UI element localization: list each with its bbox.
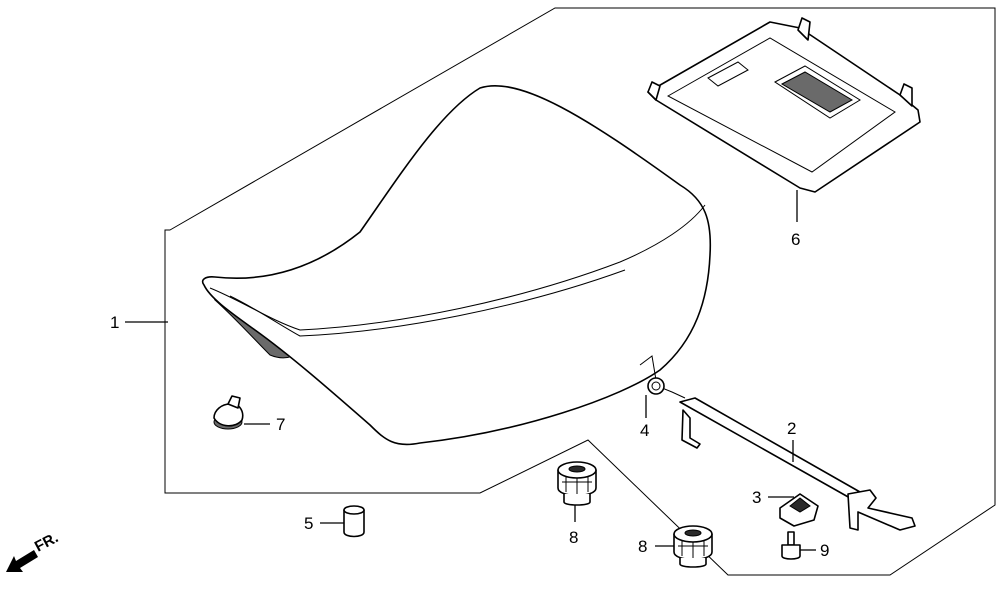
- callout-3: 3: [752, 488, 761, 507]
- front-direction-indicator: FR.: [6, 529, 61, 572]
- callout-7: 7: [276, 415, 285, 434]
- grommet-part-7[interactable]: [213, 395, 270, 430]
- clip-part-3[interactable]: [768, 493, 819, 527]
- bolt-part-9[interactable]: [781, 531, 816, 560]
- tray-inner: [666, 37, 896, 173]
- stopper-part-8a[interactable]: [557, 461, 597, 522]
- cushion-top: [343, 505, 365, 515]
- tray-part[interactable]: [647, 17, 921, 222]
- seat-part[interactable]: [125, 84, 712, 446]
- stopper-8b-ribs: [678, 540, 708, 560]
- stopper-8a-hole: [568, 465, 586, 473]
- front-label: FR.: [32, 529, 61, 555]
- tray-slot: [707, 61, 749, 87]
- callout-9: 9: [820, 541, 829, 560]
- spring-coil-inner: [651, 381, 661, 391]
- callout-8a: 8: [569, 528, 578, 547]
- lock-rod-part[interactable]: [679, 397, 916, 531]
- tray-tab-top: [797, 17, 811, 41]
- bolt-head: [781, 544, 801, 560]
- stopper-part-8b[interactable]: [655, 525, 713, 568]
- lock-rod: [679, 397, 861, 499]
- seat-crease-2: [229, 269, 626, 337]
- stopper-8b-foot: [679, 558, 707, 568]
- bolt-shank: [787, 531, 795, 546]
- stopper-8a-foot: [563, 494, 591, 506]
- tray-recess: [774, 65, 861, 119]
- cushion-body: [343, 509, 365, 538]
- spring-coil-outer: [647, 377, 665, 395]
- spring-part[interactable]: [639, 355, 686, 418]
- seat-crease: [209, 204, 706, 331]
- clip-top: [789, 497, 811, 513]
- grommet-7-pin: [227, 395, 241, 409]
- tray-tab-right: [899, 83, 913, 107]
- callout-2: 2: [787, 419, 796, 438]
- tray-recess-shadow: [780, 71, 854, 113]
- callout-5: 5: [304, 514, 313, 533]
- stopper-8b-hole: [684, 529, 702, 537]
- callout-1: 1: [110, 313, 119, 332]
- callout-8b: 8: [638, 537, 647, 556]
- cushion-part-5[interactable]: [320, 505, 365, 538]
- seat-outline: [201, 84, 712, 446]
- tray-tab-left: [647, 81, 661, 101]
- tray-outer: [647, 21, 921, 193]
- callout-4: 4: [640, 421, 649, 440]
- grommet-7-body: [213, 403, 244, 427]
- rod-hook-left: [681, 409, 701, 449]
- assembly-boundary: [164, 7, 996, 576]
- front-arrow-icon: [6, 550, 38, 572]
- callout-6: 6: [791, 230, 800, 249]
- rod-hook-right: [847, 489, 916, 531]
- stopper-8a-ribs: [562, 476, 592, 496]
